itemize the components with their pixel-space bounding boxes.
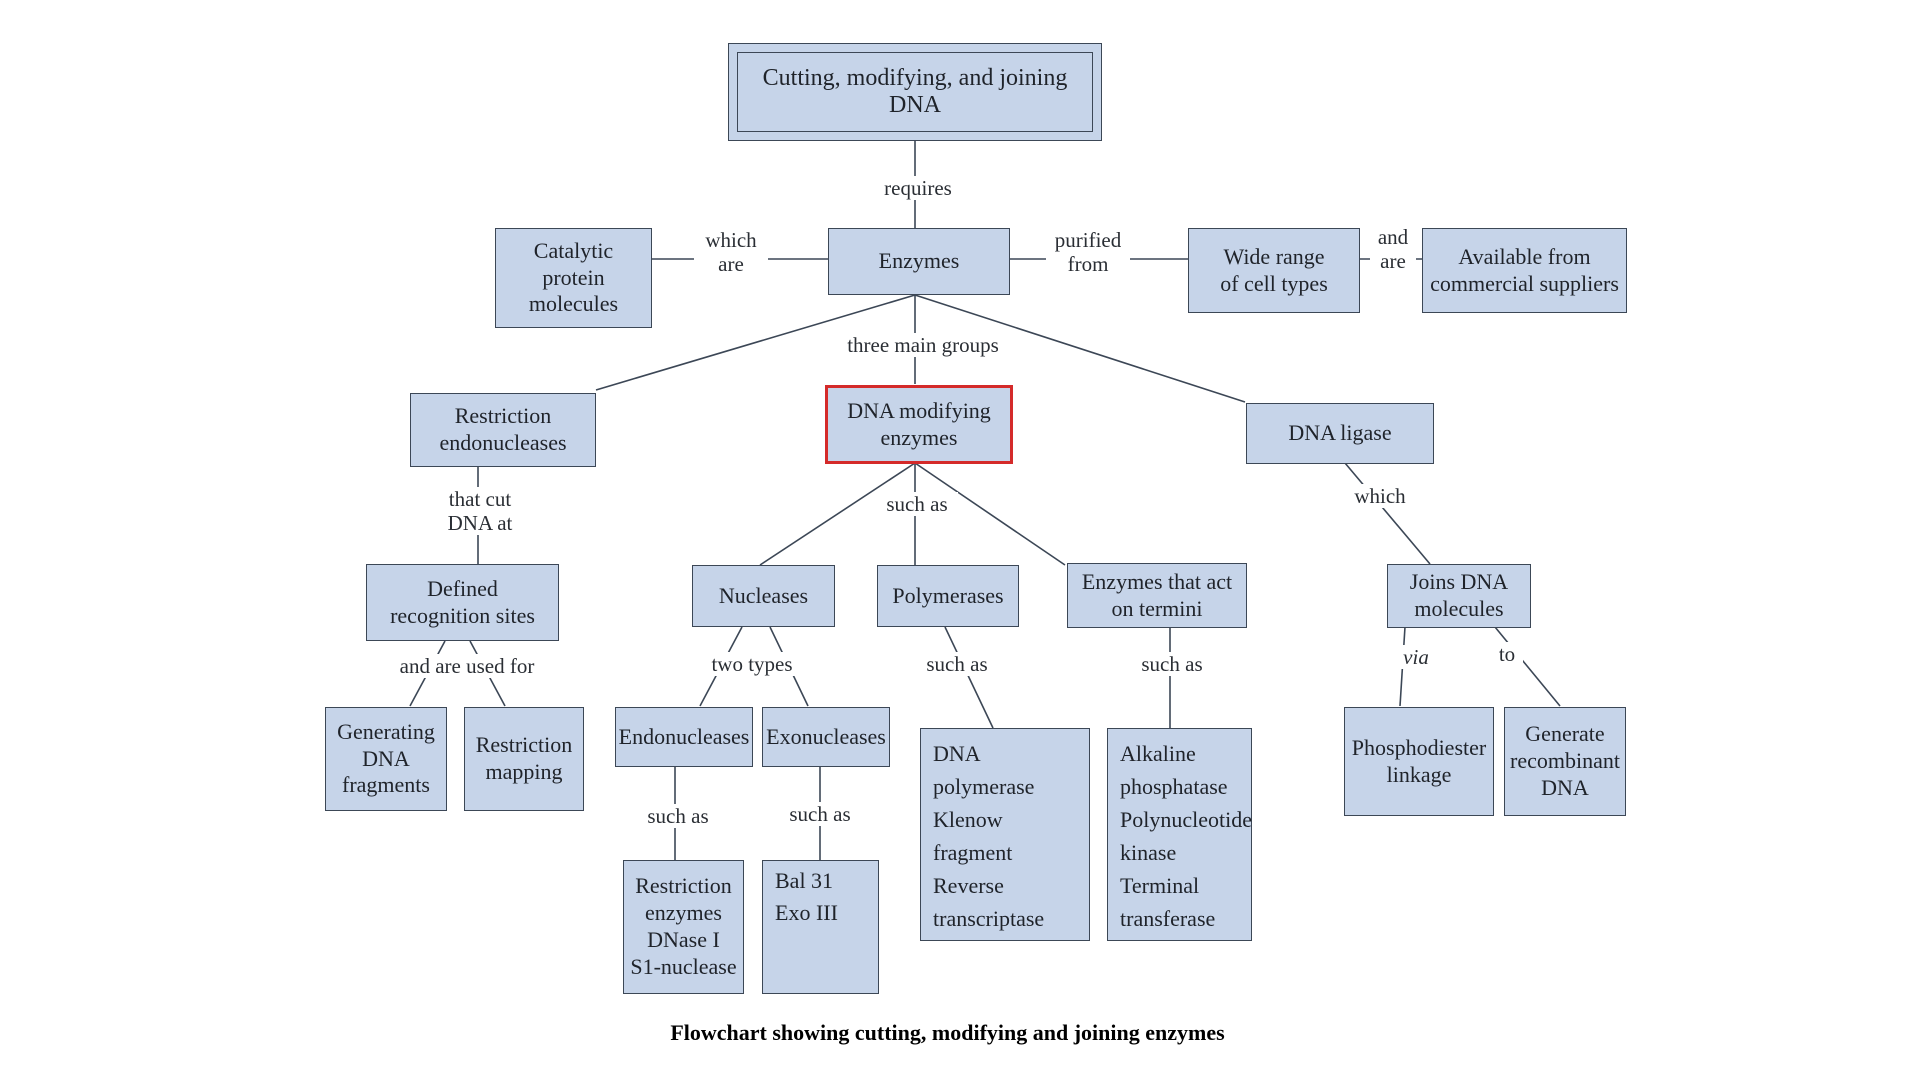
node-termini-examples: Alkaline phosphatase Polynucleotide kina… bbox=[1107, 728, 1252, 941]
node-phosphodiester-linkage: Phosphodiester linkage bbox=[1344, 707, 1494, 816]
connector-line bbox=[914, 462, 1066, 566]
edge-label-three-main-groups: three main groups bbox=[838, 333, 1008, 358]
node-defined-recognition-sites: Defined recognition sites bbox=[366, 564, 559, 641]
node-exonucleases: Exonucleases bbox=[762, 707, 890, 767]
figure-caption: Flowchart showing cutting, modifying and… bbox=[670, 1020, 1225, 1045]
node-enzymes-on-termini: Enzymes that act on termini bbox=[1067, 563, 1247, 628]
node-joins-dna-molecules: Joins DNA molecules bbox=[1387, 564, 1531, 628]
edge-label-which-ligase: which bbox=[1345, 484, 1415, 509]
node-restriction-endonucleases: Restriction endonucleases bbox=[410, 393, 596, 467]
edge-label-and-are: and are bbox=[1370, 225, 1416, 274]
edge-label-requires: requires bbox=[878, 176, 958, 201]
edge-label-such-as-polymerases: such as bbox=[920, 652, 994, 677]
edge-label-such-as-modifying: such as bbox=[876, 492, 958, 517]
edge-label-such-as-exonucleases: such as bbox=[780, 802, 860, 827]
connector-line bbox=[759, 462, 916, 566]
edge-label-purified-from: purified from bbox=[1046, 228, 1130, 277]
connector-line bbox=[914, 294, 1246, 403]
node-polymerase-examples: DNA polymerase Klenow fragment Reverse t… bbox=[920, 728, 1090, 941]
edge-label-to: to bbox=[1491, 642, 1523, 667]
node-dna-ligase: DNA ligase bbox=[1246, 403, 1434, 464]
connector-line bbox=[1494, 626, 1561, 707]
root-node: Cutting, modifying, and joining DNA bbox=[728, 43, 1102, 141]
edge-label-two-types: two types bbox=[706, 652, 798, 677]
edge-label-such-as-termini: such as bbox=[1130, 652, 1214, 677]
edge-label-that-cut-dna-at: that cut DNA at bbox=[435, 487, 525, 536]
node-enzymes: Enzymes bbox=[828, 228, 1010, 295]
edge-label-and-are-used-for: and are used for bbox=[380, 654, 554, 679]
node-exonuclease-examples: Bal 31 Exo III bbox=[762, 860, 879, 994]
node-endonuclease-examples: Restriction enzymes DNase I S1-nuclease bbox=[623, 860, 744, 994]
node-dna-modifying-enzymes: DNA modifying enzymes bbox=[825, 385, 1013, 464]
node-wide-range-cell-types: Wide range of cell types bbox=[1188, 228, 1360, 313]
node-restriction-mapping: Restriction mapping bbox=[464, 707, 584, 811]
connector-line bbox=[944, 626, 994, 729]
node-commercial-suppliers: Available from commercial suppliers bbox=[1422, 228, 1627, 313]
connector-line bbox=[1344, 462, 1431, 565]
node-polymerases: Polymerases bbox=[877, 565, 1019, 627]
connector-line bbox=[595, 294, 916, 391]
node-generating-dna-fragments: Generating DNA fragments bbox=[325, 707, 447, 811]
node-generate-recombinant-dna: Generate recombinant DNA bbox=[1504, 707, 1626, 816]
root-node-label: Cutting, modifying, and joining DNA bbox=[737, 52, 1093, 132]
node-endonucleases: Endonucleases bbox=[615, 707, 753, 767]
node-nucleases: Nucleases bbox=[692, 565, 835, 627]
node-catalytic-protein-molecules: Catalytic protein molecules bbox=[495, 228, 652, 328]
edge-label-via: via bbox=[1396, 645, 1436, 670]
edge-label-which-are: which are bbox=[694, 228, 768, 277]
edge-label-such-as-endonucleases: such as bbox=[638, 804, 718, 829]
